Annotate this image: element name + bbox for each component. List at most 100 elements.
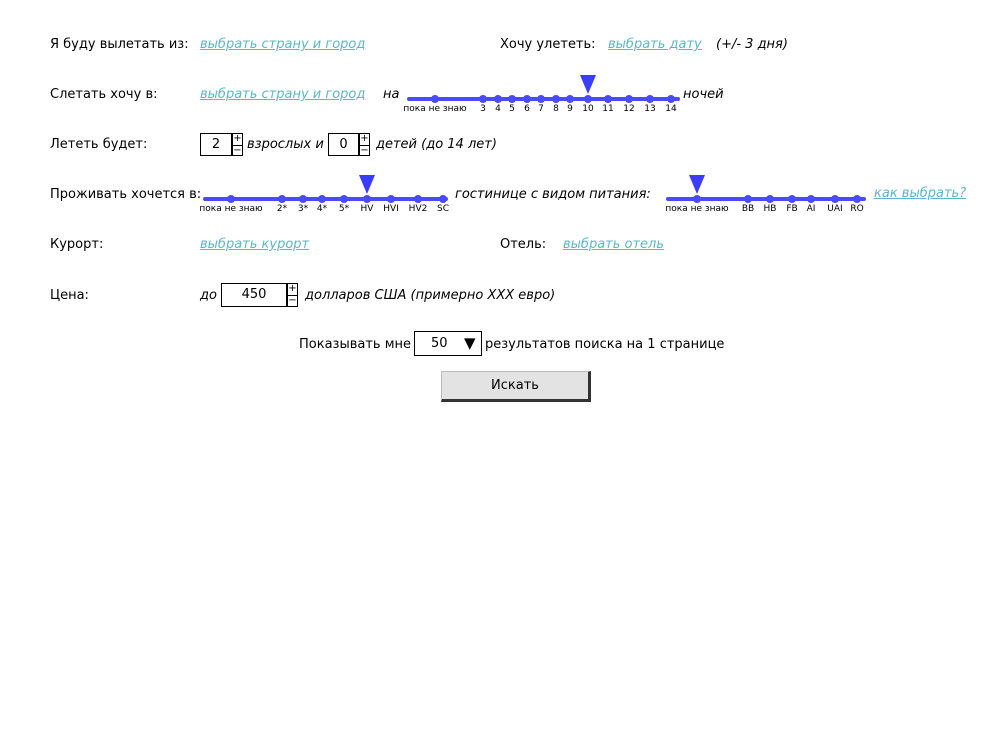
slider-tick-label: пока не знаю [199, 204, 263, 214]
meal-text: гостинице с видом питания: [455, 187, 651, 202]
slider-stop[interactable] [831, 195, 839, 203]
children-input[interactable]: 0 [328, 133, 359, 156]
slider-tick-label: RO [850, 204, 864, 214]
slider-stop[interactable] [414, 195, 422, 203]
slider-stop[interactable] [387, 195, 395, 203]
accommodation-label: Проживать хочется в: [50, 187, 202, 202]
slider-tick-label: пока не знаю [665, 204, 729, 214]
adults-text: взрослых и [247, 137, 324, 152]
slider-tick-label: BB [741, 204, 755, 214]
slider-stop[interactable] [693, 195, 701, 203]
slider-tick-label: 6 [524, 104, 530, 114]
slider-tick-label: FB [786, 204, 798, 214]
slider-tick-label: HB [763, 204, 777, 214]
price-label: Цена: [50, 288, 89, 303]
destination-label: Слетать хочу в: [50, 87, 158, 102]
slider-stop[interactable] [537, 95, 545, 103]
price-stepper[interactable]: +− [287, 283, 298, 307]
slider-stop[interactable] [552, 95, 560, 103]
results-prefix: Показывать мне [299, 337, 412, 352]
slider-tick-label: 3 [480, 104, 486, 114]
slider-tick-label: HV2 [408, 204, 428, 214]
slider-stop[interactable] [646, 95, 654, 103]
slider-tick-label: 8 [553, 104, 559, 114]
slider-stop[interactable] [584, 95, 592, 103]
results-suffix: результатов поиска на 1 странице [485, 337, 725, 352]
date-note: (+/- 3 дня) [716, 37, 788, 52]
slider-handle[interactable] [359, 175, 375, 194]
children-text: детей (до 14 лет) [376, 137, 497, 152]
slider-stop[interactable] [523, 95, 531, 103]
price-input[interactable]: 450 [221, 283, 287, 307]
slider-tick-label: 10 [582, 104, 594, 114]
slider-tick-label: HVI [383, 204, 399, 214]
slider-tick-label: 3* [297, 204, 309, 214]
slider-tick-label: 7 [538, 104, 544, 114]
resort-label: Курорт: [50, 237, 104, 252]
resort-link[interactable]: выбрать курорт [200, 237, 310, 252]
hotel-link[interactable]: выбрать отель [563, 237, 665, 252]
minus-button[interactable]: − [233, 145, 242, 156]
slider-stop[interactable] [667, 95, 675, 103]
slider-tick-label: пока не знаю [403, 104, 467, 114]
slider-stop[interactable] [744, 195, 752, 203]
slider-tick-label: 11 [602, 104, 614, 114]
slider-stop[interactable] [788, 195, 796, 203]
slider-handle[interactable] [689, 175, 705, 194]
adults-stepper[interactable]: +− [232, 133, 243, 156]
slider-stop[interactable] [853, 195, 861, 203]
slider-stop[interactable] [508, 95, 516, 103]
plus-button[interactable]: + [360, 133, 369, 144]
slider-stop[interactable] [363, 195, 371, 203]
nights-suffix: ночей [683, 87, 724, 102]
slider-tick-label: 5* [338, 204, 350, 214]
select-value: 50 [431, 336, 448, 351]
slider-tick-label: 9 [567, 104, 573, 114]
chevron-down-icon: ▼ [464, 334, 476, 352]
price-suffix: долларов США (примерно XXX евро) [305, 288, 556, 303]
slider-tick-label: 13 [644, 104, 656, 114]
nights-prefix: на [383, 87, 400, 102]
slider-stop[interactable] [340, 195, 348, 203]
results-per-page-select[interactable]: 50 ▼ [414, 331, 482, 356]
slider-handle[interactable] [580, 75, 596, 94]
plus-button[interactable]: + [233, 133, 242, 144]
slider-tick-label: UAI [827, 204, 843, 214]
help-link[interactable]: как выбрать? [874, 186, 967, 201]
slider-stop[interactable] [278, 195, 286, 203]
slider-tick-label: SC [437, 204, 449, 214]
minus-button[interactable]: − [288, 295, 297, 306]
hotel-label: Отель: [500, 237, 547, 252]
slider-stop[interactable] [604, 95, 612, 103]
slider-tick-label: 14 [665, 104, 677, 114]
slider-tick-label: 4* [316, 204, 328, 214]
slider-stop[interactable] [766, 195, 774, 203]
plus-button[interactable]: + [288, 283, 297, 294]
slider-stop[interactable] [227, 195, 235, 203]
children-stepper[interactable]: +− [359, 133, 370, 156]
slider-stop[interactable] [807, 195, 815, 203]
slider-stop[interactable] [439, 195, 447, 203]
slider-tick-label: 12 [623, 104, 635, 114]
search-button[interactable]: Искать [441, 371, 591, 402]
slider-tick-label: 5 [509, 104, 515, 114]
slider-tick-label: 4 [495, 104, 501, 114]
departure-label: Я буду вылетать из: [50, 37, 189, 52]
date-link[interactable]: выбрать дату [608, 37, 702, 52]
slider-tick-label: HV [360, 204, 374, 214]
slider-stop[interactable] [479, 95, 487, 103]
destination-link[interactable]: выбрать страну и город [200, 87, 366, 102]
slider-stop[interactable] [494, 95, 502, 103]
slider-stop[interactable] [299, 195, 307, 203]
slider-tick-label: AI [806, 204, 816, 214]
travellers-label: Лететь будет: [50, 137, 148, 152]
slider-tick-label: 2* [276, 204, 288, 214]
adults-input[interactable]: 2 [200, 133, 232, 156]
slider-stop[interactable] [431, 95, 439, 103]
slider-stop[interactable] [566, 95, 574, 103]
minus-button[interactable]: − [360, 145, 369, 156]
slider-stop[interactable] [318, 195, 326, 203]
slider-stop[interactable] [625, 95, 633, 103]
departure-link[interactable]: выбрать страну и город [200, 37, 366, 52]
price-prefix: до [200, 288, 217, 303]
